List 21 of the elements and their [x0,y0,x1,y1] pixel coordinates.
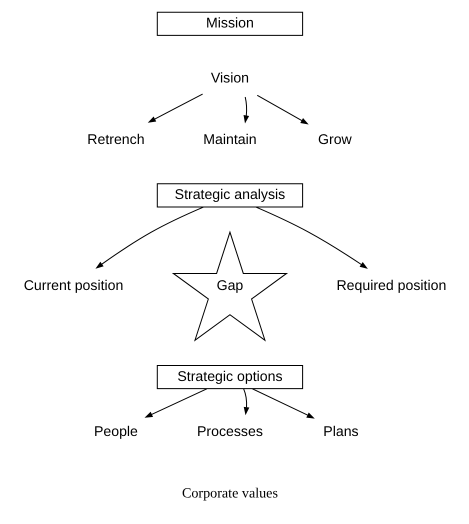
node-text: Maintain [202,131,256,148]
arrow [252,388,314,419]
arrow [242,388,249,416]
node-box: Mission [156,12,303,36]
node-text: Current position [23,276,123,293]
node-text: Retrench [86,131,144,148]
node-text: Grow [318,131,352,148]
arrow [94,206,204,269]
node-text: Processes [196,422,262,439]
arrow [147,94,202,123]
node-box: Strategic analysis [156,183,303,208]
arrow [243,96,249,124]
node-text: Plans [322,422,358,439]
node-box: Strategic options [156,364,303,390]
arrow [256,94,308,124]
node-text: Vision [210,70,249,86]
arrow [255,206,368,269]
node-text: People [93,422,138,439]
arrow [144,388,207,418]
label: Corporate values [181,485,278,502]
node-text: Required position [336,276,446,293]
